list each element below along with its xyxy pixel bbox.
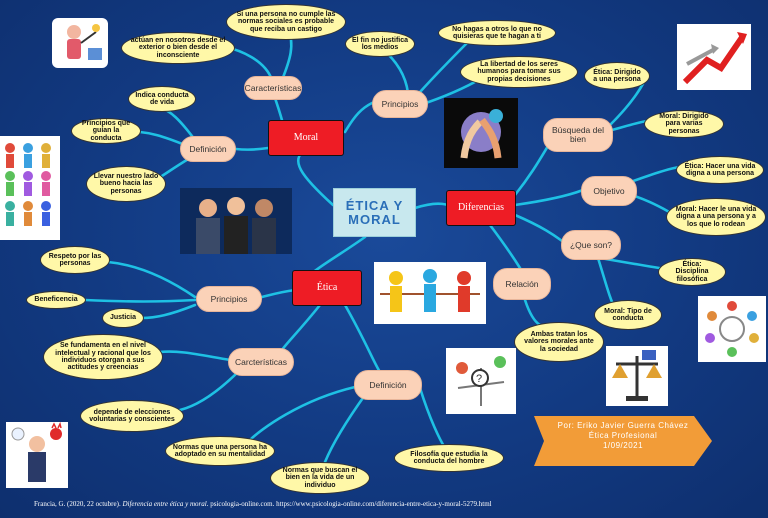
- author-course: Ética Profesional: [588, 431, 658, 440]
- reaching-hands-icon: [444, 98, 518, 168]
- center-topic-line1: ÉTICA Y: [345, 197, 404, 213]
- note-si-una-persona: Si una persona no cumple las normas soci…: [226, 4, 346, 40]
- note-moral-tipo: Moral: Tipo de conducta: [594, 300, 662, 330]
- note-no-hagas: No hagas a otros lo que no quisieras que…: [438, 20, 556, 46]
- citation-prefix: Francia, G. (2020, 22 octubre).: [34, 500, 123, 508]
- etica-caracteristicas-node: Carcterísticas: [228, 348, 294, 376]
- center-topic: ÉTICA Y MORAL: [333, 188, 416, 237]
- svg-text:?: ?: [476, 373, 482, 385]
- center-topic-line2: MORAL: [348, 211, 401, 227]
- etica-node: Ética: [292, 270, 362, 306]
- etica-definicion-node: Definición: [354, 370, 422, 400]
- note-se-fundamenta: Se fundamenta en el nivel intelectual y …: [43, 334, 163, 380]
- note-principios-guian: Principios que guían la conducta: [71, 118, 141, 144]
- note-normas-buscan: Normas que buscan el bien en la vida de …: [270, 462, 370, 494]
- question-balance-icon: ?: [446, 348, 516, 414]
- diverse-crowd-icon: [0, 136, 60, 240]
- author-date: 1/09/2021: [602, 441, 644, 450]
- moral-node: Moral: [268, 120, 344, 156]
- relacion-node: Relación: [493, 268, 551, 300]
- citation-title: Diferencia entre ética y moral: [122, 500, 207, 508]
- banner-arrow-shape: [534, 416, 712, 466]
- objetivo-node: Objetivo: [581, 176, 637, 206]
- moral-principios-node: Principios: [372, 90, 428, 118]
- note-indica-conducta: Indica conducta de vida: [128, 86, 196, 112]
- note-normas-adoptado: Normas que una persona ha adoptado en su…: [165, 436, 275, 466]
- note-filosofia: Filosofía que estudia la conducta del ho…: [394, 444, 504, 472]
- citation-suffix: . psicologia-online.com. https://www.psi…: [206, 500, 492, 508]
- note-ambas: Ambas tratan los valores morales ante la…: [514, 322, 604, 362]
- note-el-fin: El fin no justifica los medios: [345, 31, 415, 57]
- busqueda-node: Búsqueda del bien: [543, 118, 613, 152]
- tug-of-war-icon: [374, 262, 486, 324]
- teacher-pointing-icon: [52, 18, 108, 68]
- people-circle-icon: [698, 296, 766, 362]
- note-depende: depende de elecciones voluntarias y cons…: [80, 400, 184, 432]
- note-beneficencia: Beneficencia: [26, 291, 86, 309]
- note-etica-disciplina: Ética: Disciplina filosófica: [658, 258, 726, 286]
- que-son-node: ¿Que son?: [561, 230, 621, 260]
- business-team-icon: [180, 188, 292, 254]
- author-name: Por: Eriko Javier Guerra Chávez: [557, 421, 689, 430]
- author-banner: Por: Eriko Javier Guerra Chávez Ética Pr…: [534, 416, 712, 466]
- angel-devil-icon: [6, 421, 68, 488]
- note-libertad: La libertad de los seres humanos para to…: [460, 56, 578, 88]
- scale-justice-icon: [606, 346, 668, 406]
- direction-arrows-icon: [677, 24, 751, 90]
- note-moral-hacer: Moral: Hacer le una vida digna a una per…: [666, 198, 766, 236]
- moral-caracteristicas-node: Características: [244, 76, 302, 100]
- note-justicia: Justicia: [102, 308, 144, 328]
- note-llevar-nuestro: Llevar nuestro lado bueno hacia las pers…: [86, 166, 166, 202]
- note-etica-hacer: Ética: Hacer una vida digna a una person…: [676, 156, 764, 184]
- citation: Francia, G. (2020, 22 octubre). Diferenc…: [34, 500, 492, 508]
- note-moral-dirigido: Moral: Dirigido para varias personas: [644, 110, 724, 138]
- moral-definicion-node: Definición: [180, 136, 236, 162]
- note-etica-dirigido: Ética: Dirigido a una persona: [584, 62, 650, 90]
- note-respeto: Respeto por las personas: [40, 246, 110, 274]
- note-actuan: actúan en nosotros desde el exterior o b…: [121, 32, 235, 64]
- diferencias-node: Diferencias: [446, 190, 516, 226]
- etica-principios-node: Principios: [196, 286, 262, 312]
